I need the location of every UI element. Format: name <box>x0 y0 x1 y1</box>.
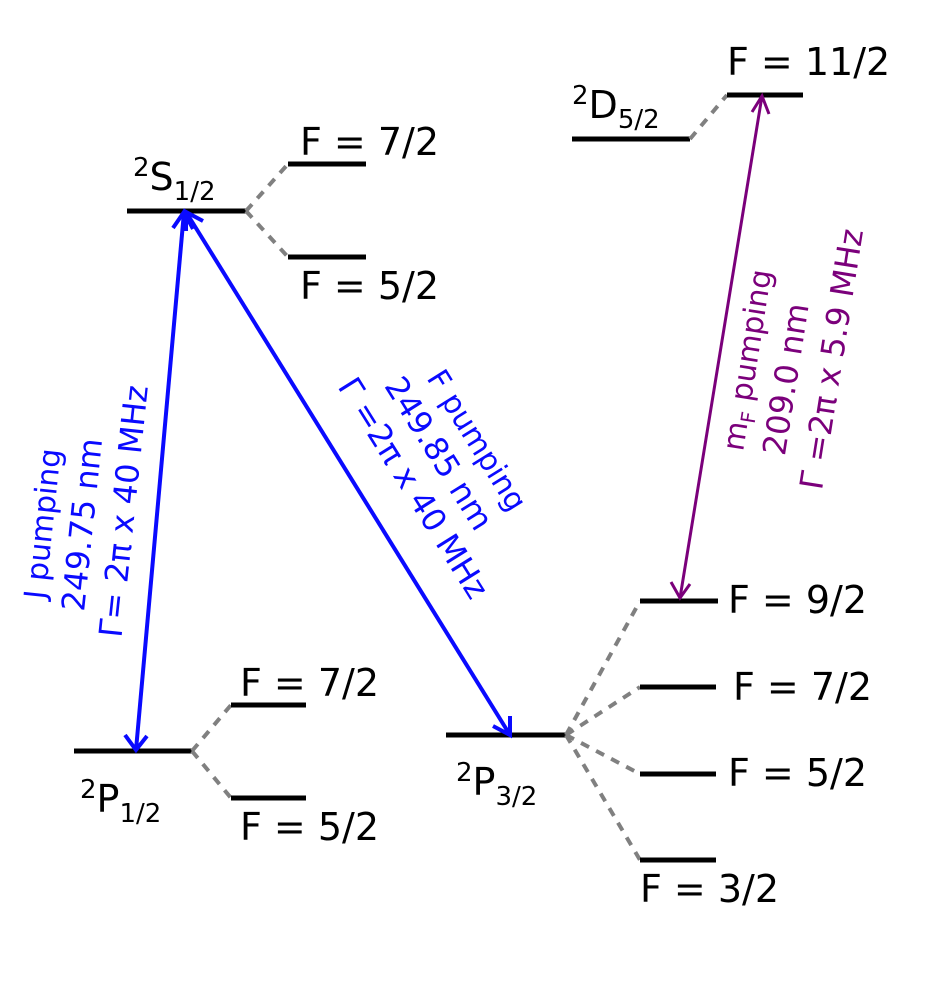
j-pumping-annotation: J pumping 249.75 nm Γ= 2π x 40 MHz <box>18 383 156 639</box>
f-pumping-arrowhead-bottom <box>492 716 512 739</box>
d52-label: 2D5/2 <box>572 81 660 135</box>
d52-split <box>688 93 729 141</box>
p32-split-f92 <box>564 600 642 736</box>
p12-f52-label: F = 5/2 <box>240 805 379 849</box>
p12-split-up <box>190 703 233 753</box>
j-pumping-arrowhead-bottom <box>123 733 149 754</box>
p32-f92-label: F = 9/2 <box>728 578 867 622</box>
s12-label: 2S1/2 <box>133 153 216 207</box>
p32-split-f52 <box>565 733 641 776</box>
mf-pumping-arrowhead-bottom <box>669 581 692 601</box>
d-f112-label: F = 11/2 <box>727 40 890 84</box>
p12-label: 2P1/2 <box>80 775 161 829</box>
s12-split-down <box>244 209 290 259</box>
f-pumping-arrow <box>184 210 512 737</box>
p12-split-down <box>190 749 233 800</box>
p32-f32-label: F = 3/2 <box>640 867 779 911</box>
p32-f52-label: F = 5/2 <box>728 751 867 795</box>
p32-split-f72 <box>564 685 642 737</box>
p32-label: 2P3/2 <box>456 758 537 812</box>
p32-f72-label: F = 7/2 <box>733 665 872 709</box>
p32-split-f32 <box>564 733 642 862</box>
f-pumping-annotation: F pumping 249.85 nm Γ =2π x 40 MHz <box>330 364 533 606</box>
f-pumping-arrowhead-top <box>184 208 204 231</box>
s-f72-label: F = 7/2 <box>300 120 439 164</box>
mf-pumping-arrowhead-top <box>750 92 771 115</box>
p12-f72-label: F = 7/2 <box>240 661 379 705</box>
j-pumping-arrow <box>134 211 186 751</box>
s12-split-up <box>244 162 290 213</box>
s-f52-label: F = 5/2 <box>300 264 439 308</box>
mf-pumping-arrow <box>678 95 764 599</box>
